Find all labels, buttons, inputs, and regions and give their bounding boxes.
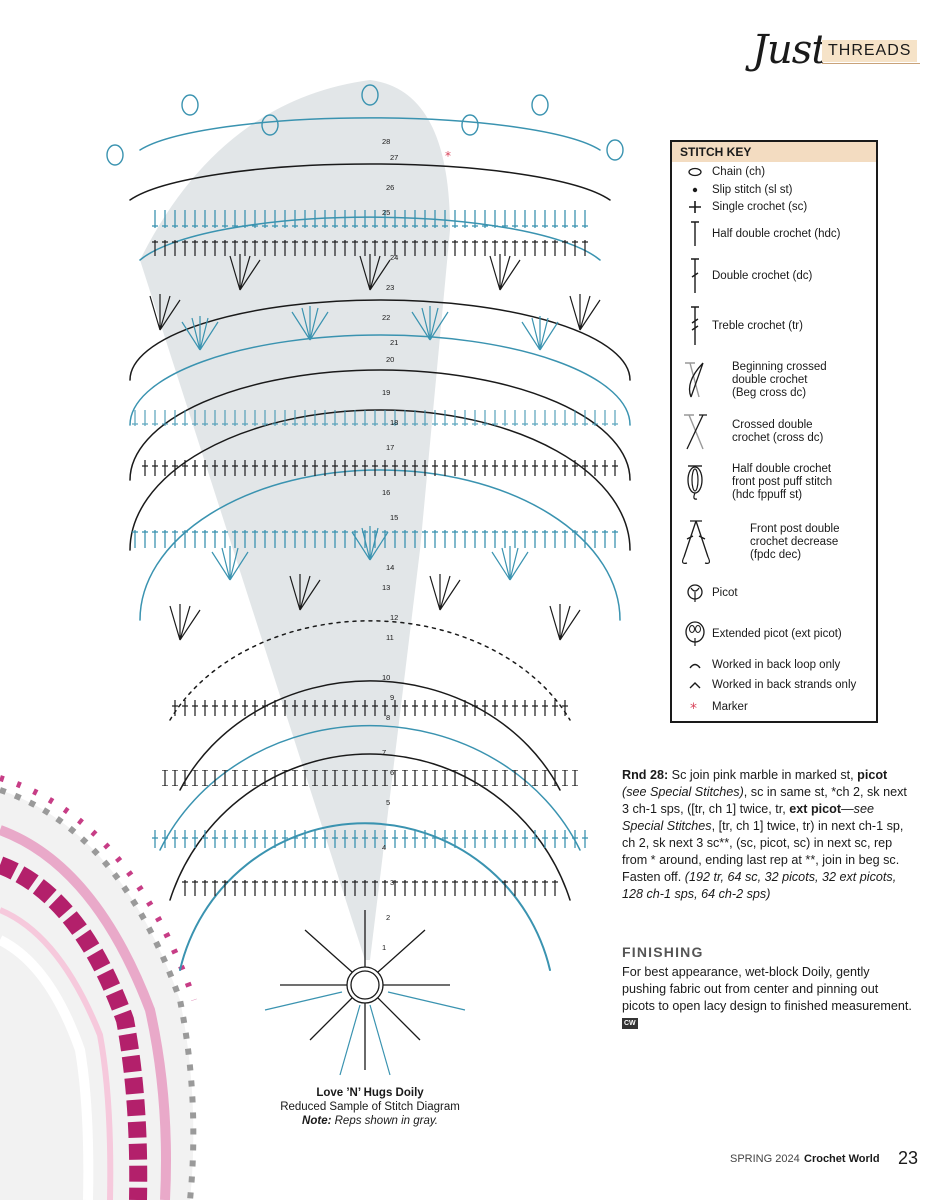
rnd-28-instructions: Rnd 28: Sc join pink marble in marked st… bbox=[622, 768, 907, 901]
round-number: 23 bbox=[386, 283, 394, 292]
round-number: 3 bbox=[390, 878, 394, 887]
round-number: 17 bbox=[386, 443, 394, 452]
round-number: 24 bbox=[390, 253, 398, 262]
stitch-diagram: * 12345678910111213141516171819202122232… bbox=[106, 80, 631, 1076]
back-strands-icon bbox=[678, 676, 712, 694]
round-number: 2 bbox=[386, 913, 390, 922]
stitch-key-label: Marker bbox=[712, 700, 748, 713]
stitch-key-row: Slip stitch (sl st) bbox=[672, 182, 876, 198]
slip-stitch-icon bbox=[678, 182, 712, 198]
stitch-key-row: Worked in back strands only bbox=[672, 676, 876, 694]
single-crochet-icon bbox=[678, 198, 712, 216]
stitch-key-row: Front post double crochet decrease (fpdc… bbox=[672, 514, 876, 570]
ext-picot-icon bbox=[678, 616, 712, 652]
stitch-key-row: Half double crochet (hdc) bbox=[672, 218, 876, 250]
round-number: 8 bbox=[386, 713, 390, 722]
round-number: 11 bbox=[386, 633, 394, 642]
stitch-key-label: Worked in back strands only bbox=[712, 678, 857, 691]
round-number: 18 bbox=[390, 418, 398, 427]
doily-photo bbox=[0, 775, 197, 1200]
stitch-key-row: Picot bbox=[672, 578, 876, 608]
finishing-body: For best appearance, wet-block Doily, ge… bbox=[622, 965, 912, 1030]
stitch-key-row: * Marker bbox=[672, 698, 876, 716]
round-number: 1 bbox=[382, 943, 386, 952]
picot-icon bbox=[678, 578, 712, 608]
stitch-key-label: Half double crochet (hdc) bbox=[712, 227, 841, 240]
rnd-label: Rnd 28: bbox=[622, 768, 669, 782]
double-crochet-icon bbox=[678, 254, 712, 298]
round-number: 27 bbox=[390, 153, 398, 162]
brand-script: Just bbox=[752, 27, 827, 73]
round-number: 19 bbox=[382, 388, 390, 397]
round-number: 10 bbox=[382, 673, 390, 682]
stitch-key-row: Single crochet (sc) bbox=[672, 198, 876, 216]
svg-text:*: * bbox=[445, 149, 451, 163]
stitch-key-row: Double crochet (dc) bbox=[672, 254, 876, 298]
stitch-key-label: Single crochet (sc) bbox=[712, 200, 808, 213]
magazine-name: Crochet World bbox=[804, 1153, 880, 1165]
stitch-key-row: Chain (ch) bbox=[672, 164, 876, 180]
ext-picot-term: ext picot bbox=[789, 802, 842, 816]
stitch-key-label: Treble crochet (tr) bbox=[712, 319, 803, 332]
round-number: 4 bbox=[382, 843, 386, 852]
round-number: 5 bbox=[386, 798, 390, 807]
stitch-key-label: Picot bbox=[712, 586, 738, 599]
stitch-key-row: Beginning crossed double crochet (Beg cr… bbox=[672, 354, 876, 406]
picot-term: picot bbox=[857, 768, 888, 782]
stitch-key-row: Extended picot (ext picot) bbox=[672, 616, 876, 652]
stitch-key-label: Half double crochet front post puff stit… bbox=[732, 462, 833, 501]
stitch-key-row: Treble crochet (tr) bbox=[672, 302, 876, 350]
round-number: 25 bbox=[382, 208, 390, 217]
round-number: 26 bbox=[386, 183, 394, 192]
fpdc-dec-icon bbox=[678, 514, 712, 570]
round-number: 7 bbox=[382, 748, 386, 757]
round-number: 14 bbox=[386, 563, 394, 572]
stitch-key-label: Beginning crossed double crochet (Beg cr… bbox=[732, 360, 827, 399]
caption-subtitle: Reduced Sample of Stitch Diagram bbox=[280, 1101, 460, 1113]
page-number: 23 bbox=[898, 1148, 919, 1168]
page-footer: SPRING 2024 Crochet World 23 bbox=[730, 1148, 920, 1172]
diagram-caption: Love ’N’ Hugs Doily Reduced Sample of St… bbox=[230, 1086, 510, 1128]
stitch-key-label: Front post double crochet decrease (fpdc… bbox=[750, 522, 840, 561]
stitch-key-label: Slip stitch (sl st) bbox=[712, 183, 793, 196]
stitch-key: STITCH KEY Chain (ch) Slip stitch (sl st)… bbox=[670, 140, 878, 723]
stitch-key-row: Crossed double crochet (cross dc) bbox=[672, 414, 876, 450]
stitch-key-label: Double crochet (dc) bbox=[712, 269, 813, 282]
round-number: 15 bbox=[390, 513, 398, 522]
round-number: 20 bbox=[386, 355, 394, 364]
stitch-key-row: Half double crochet front post puff stit… bbox=[672, 456, 876, 508]
stitch-key-label: Crossed double crochet (cross dc) bbox=[732, 419, 824, 444]
round-number: 13 bbox=[382, 583, 390, 592]
beg-cross-dc-icon bbox=[678, 354, 712, 406]
round-number: 12 bbox=[390, 613, 398, 622]
round-number: 28 bbox=[382, 137, 390, 146]
svg-text:*: * bbox=[690, 701, 697, 713]
stitch-count: (192 tr, 64 sc, 32 picots, 32 ext picots… bbox=[622, 870, 897, 901]
back-loop-icon bbox=[678, 656, 712, 674]
half-double-crochet-icon bbox=[678, 218, 712, 250]
issue-date: SPRING 2024 bbox=[730, 1153, 800, 1165]
hdc-fppuff-icon bbox=[678, 456, 712, 508]
round-number: 22 bbox=[382, 313, 390, 322]
finishing-heading: FINISHING bbox=[622, 944, 704, 960]
cw-end-badge: CW bbox=[622, 1018, 638, 1030]
cross-dc-icon bbox=[678, 414, 712, 450]
round-number: 6 bbox=[390, 768, 394, 777]
stitch-key-label: Chain (ch) bbox=[712, 165, 766, 178]
treble-crochet-icon bbox=[678, 302, 712, 350]
stitch-key-row: Worked in back loop only bbox=[672, 656, 876, 674]
stitch-key-title: STITCH KEY bbox=[672, 142, 876, 162]
caption-note: Note: Reps shown in gray. bbox=[302, 1115, 438, 1127]
brand-rule bbox=[822, 63, 920, 64]
stitch-key-label: Worked in back loop only bbox=[712, 658, 841, 671]
round-number: 9 bbox=[390, 693, 394, 702]
round-number: 16 bbox=[382, 488, 390, 497]
marker-icon: * bbox=[678, 698, 712, 716]
caption-title: Love ’N’ Hugs Doily bbox=[316, 1087, 424, 1099]
stitch-key-label: Extended picot (ext picot) bbox=[712, 627, 842, 640]
brand-word: THREADS bbox=[822, 40, 918, 62]
chain-icon bbox=[678, 164, 712, 180]
round-number: 21 bbox=[390, 338, 398, 347]
brand-logo: Just THREADS bbox=[752, 30, 922, 90]
